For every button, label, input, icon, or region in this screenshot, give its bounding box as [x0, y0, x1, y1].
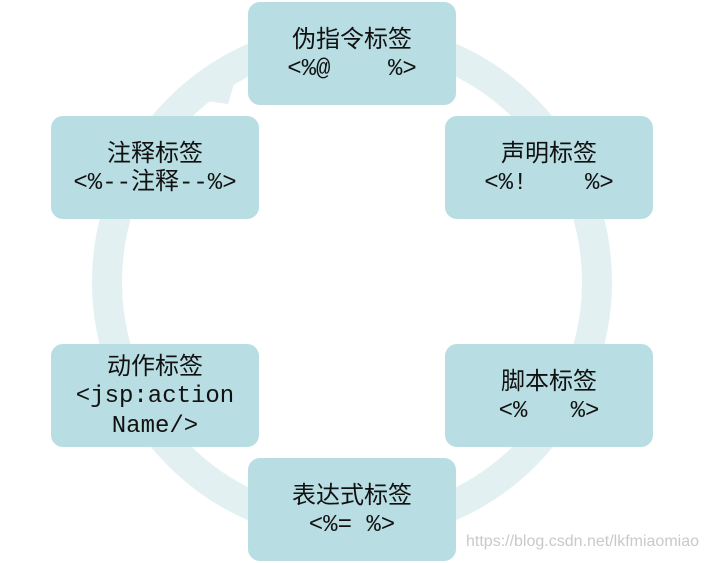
watermark: https://blog.csdn.net/lkfmiaomiao: [466, 533, 700, 550]
node-title: 表达式标签: [292, 480, 412, 509]
node-comment-tag: 注释标签 <%--注释--%>: [51, 116, 259, 219]
node-directive-tag: 伪指令标签 <%@ %>: [248, 2, 456, 105]
node-title: 脚本标签: [501, 366, 597, 395]
node-title: 动作标签: [107, 351, 203, 380]
node-title: 注释标签: [107, 138, 203, 167]
node-code: <%@ %>: [287, 55, 417, 83]
node-code: <%! %>: [484, 169, 614, 197]
node-title: 伪指令标签: [292, 24, 412, 53]
node-declaration-tag: 声明标签 <%! %>: [445, 116, 653, 219]
node-code: <jsp:action Name/>: [75, 382, 235, 440]
node-code: <%--注释--%>: [73, 169, 237, 197]
node-code: <%= %>: [308, 511, 396, 539]
node-title: 声明标签: [501, 138, 597, 167]
node-scriptlet-tag: 脚本标签 <% %>: [445, 344, 653, 447]
cycle-arrowhead: [198, 64, 240, 104]
node-code: <% %>: [498, 397, 600, 425]
cycle-ring: [92, 22, 612, 542]
node-action-tag: 动作标签 <jsp:action Name/>: [51, 344, 259, 447]
node-expression-tag: 表达式标签 <%= %>: [248, 458, 456, 561]
